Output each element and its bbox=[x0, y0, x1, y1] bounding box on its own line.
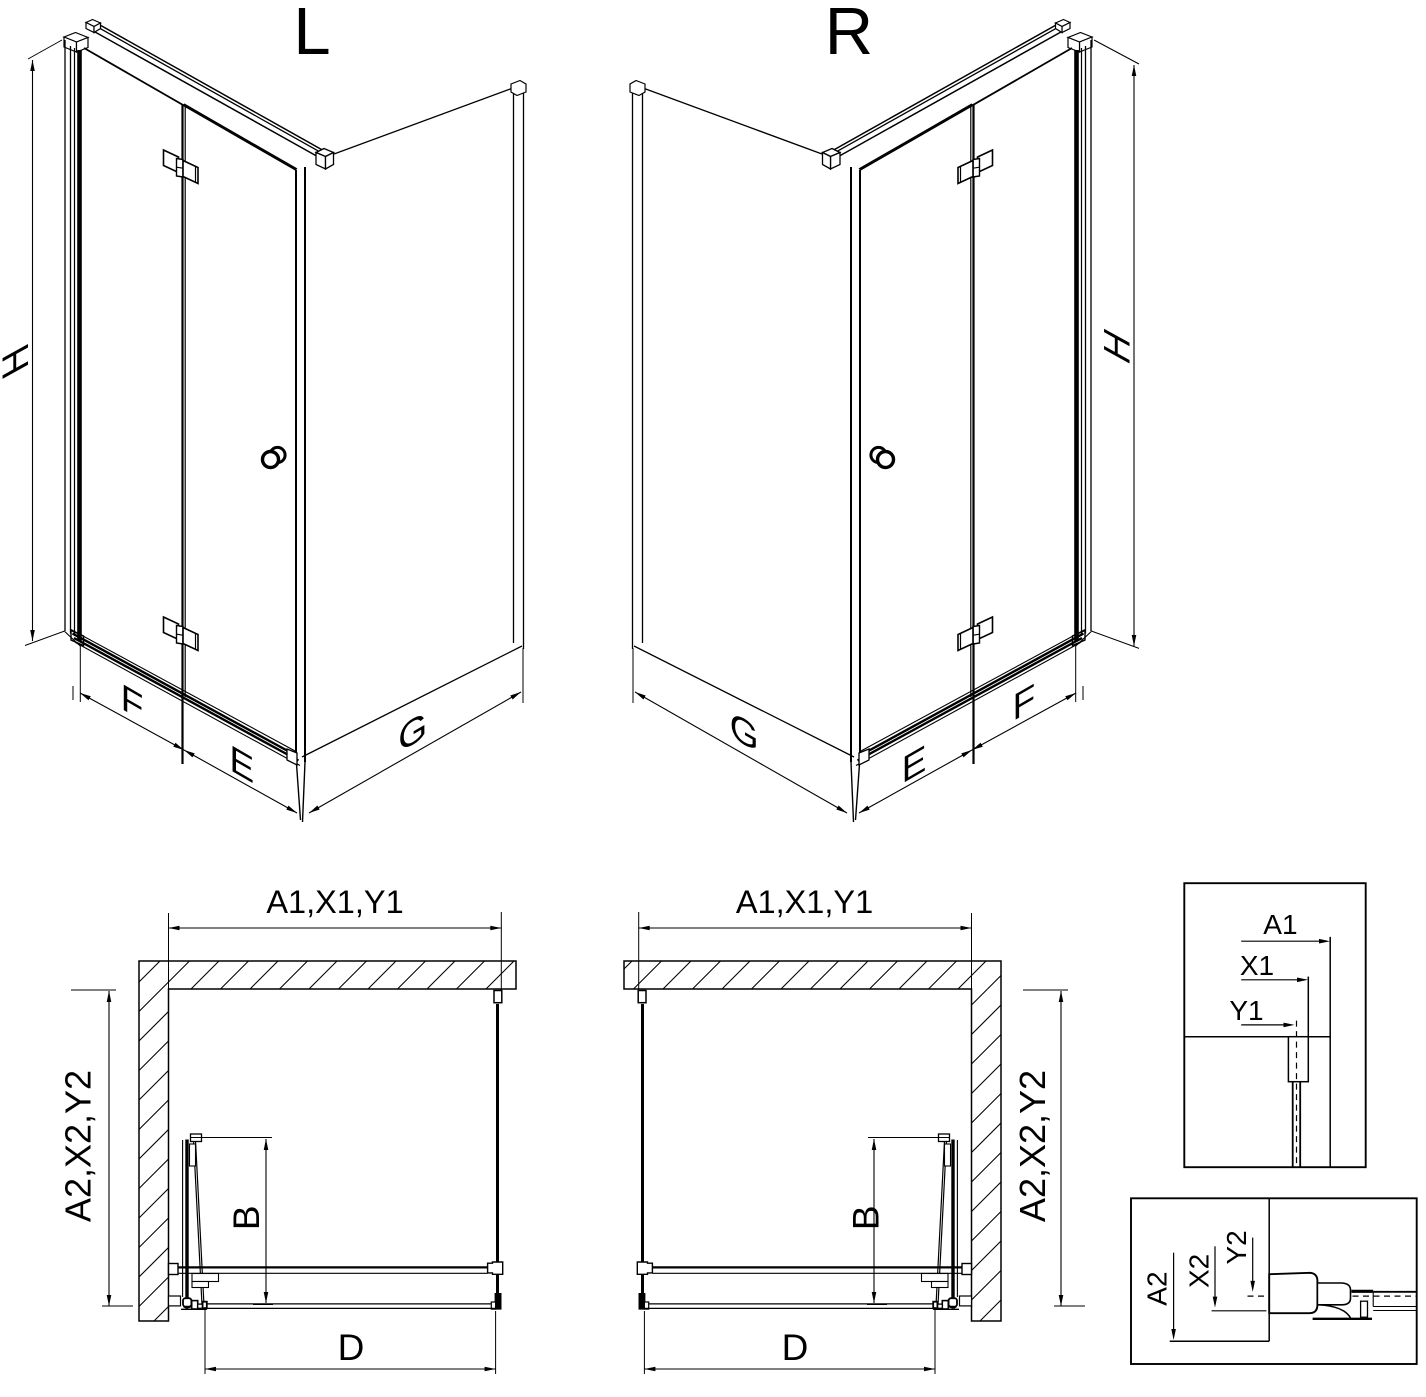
svg-text:A2,X2,Y2: A2,X2,Y2 bbox=[58, 1070, 99, 1222]
svg-text:L: L bbox=[293, 0, 330, 69]
svg-text:Y1: Y1 bbox=[1229, 995, 1263, 1026]
svg-text:A1,X1,Y1: A1,X1,Y1 bbox=[736, 884, 873, 920]
svg-text:B: B bbox=[226, 1205, 267, 1230]
svg-text:B: B bbox=[846, 1205, 887, 1230]
svg-text:X2: X2 bbox=[1184, 1254, 1215, 1288]
svg-text:D: D bbox=[338, 1327, 365, 1368]
svg-text:D: D bbox=[782, 1327, 809, 1368]
svg-text:A2: A2 bbox=[1142, 1271, 1173, 1305]
svg-text:A1: A1 bbox=[1263, 909, 1297, 940]
svg-text:Y2: Y2 bbox=[1221, 1230, 1252, 1264]
svg-text:F: F bbox=[121, 676, 144, 730]
svg-text:R: R bbox=[825, 0, 873, 69]
svg-text:X1: X1 bbox=[1240, 950, 1274, 981]
svg-text:F: F bbox=[1013, 676, 1036, 730]
svg-text:A1,X1,Y1: A1,X1,Y1 bbox=[266, 884, 403, 920]
svg-text:A2,X2,Y2: A2,X2,Y2 bbox=[1012, 1070, 1053, 1222]
